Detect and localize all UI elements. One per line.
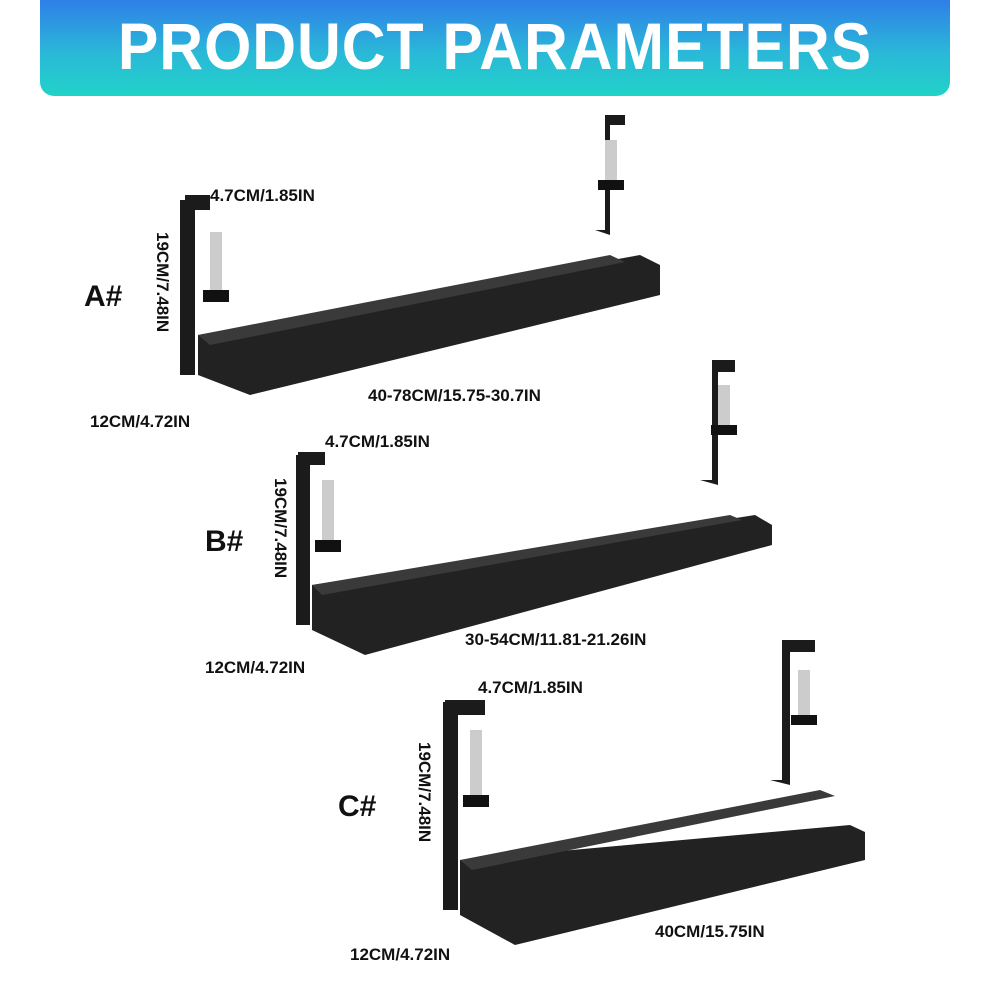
- tray-b-height-dimension: 19CM/7.48IN: [271, 478, 290, 579]
- tray-a-hook-dimension: 4.7CM/1.85IN: [210, 186, 315, 205]
- tray-c-depth-dimension: 12CM/4.72IN: [350, 945, 451, 964]
- page-title: PRODUCT PARAMETERS: [117, 9, 873, 83]
- tray-a-model-label: A#: [84, 280, 123, 313]
- tray-c-hook-dimension: 4.7CM/1.85IN: [478, 678, 583, 697]
- tray-a-height-dimension: 19CM/7.48IN: [153, 232, 172, 333]
- tray-c-model-label: C#: [338, 790, 377, 823]
- tray-b-hook-dimension: 4.7CM/1.85IN: [325, 432, 430, 451]
- tray-a-depth-dimension: 12CM/4.72IN: [90, 412, 191, 431]
- tray-c-height-dimension: 19CM/7.48IN: [415, 742, 434, 843]
- tray-c-length-dimension: 40CM/15.75IN: [655, 922, 765, 941]
- tray-b-image: [296, 360, 772, 655]
- tray-c-image: [443, 640, 865, 945]
- header-banner: PRODUCT PARAMETERS: [40, 0, 950, 96]
- tray-b-length-dimension: 30-54CM/11.81-21.26IN: [465, 630, 647, 649]
- tray-b-depth-dimension: 12CM/4.72IN: [205, 658, 306, 677]
- tray-a-length-dimension: 40-78CM/15.75-30.7IN: [368, 386, 541, 405]
- tray-b-model-label: B#: [205, 525, 244, 558]
- tray-a-image: [180, 115, 660, 395]
